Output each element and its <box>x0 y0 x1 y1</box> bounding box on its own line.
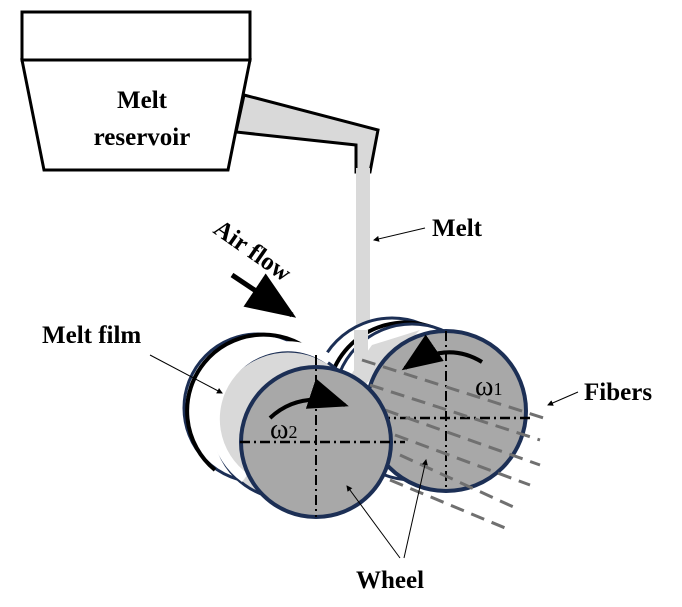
melt-reservoir: Melt reservoir <box>20 10 252 172</box>
melt-stream <box>356 168 370 363</box>
air-flow-label: Air flow <box>209 215 296 287</box>
melt-film-leader <box>149 354 223 394</box>
wheel-leader-left <box>346 485 401 559</box>
omega2-label: ω2 <box>270 414 297 445</box>
melt-label: Melt <box>432 215 483 242</box>
air-flow-arrow <box>230 272 297 318</box>
pouring-spout <box>234 93 380 174</box>
omega1-label: ω1 <box>475 371 502 402</box>
reservoir-label-line1: Melt <box>117 87 168 114</box>
melt-leader <box>373 227 426 242</box>
left-wheel: ω2 <box>182 332 405 519</box>
wheel-leader-right <box>403 459 428 559</box>
fibers-label: Fibers <box>584 379 652 406</box>
reservoir-label-line2: reservoir <box>94 124 191 151</box>
fibers-leader <box>547 391 579 406</box>
melt-film-label: Melt film <box>42 322 141 349</box>
wheel-label: Wheel <box>356 567 424 594</box>
fibers <box>361 358 551 532</box>
